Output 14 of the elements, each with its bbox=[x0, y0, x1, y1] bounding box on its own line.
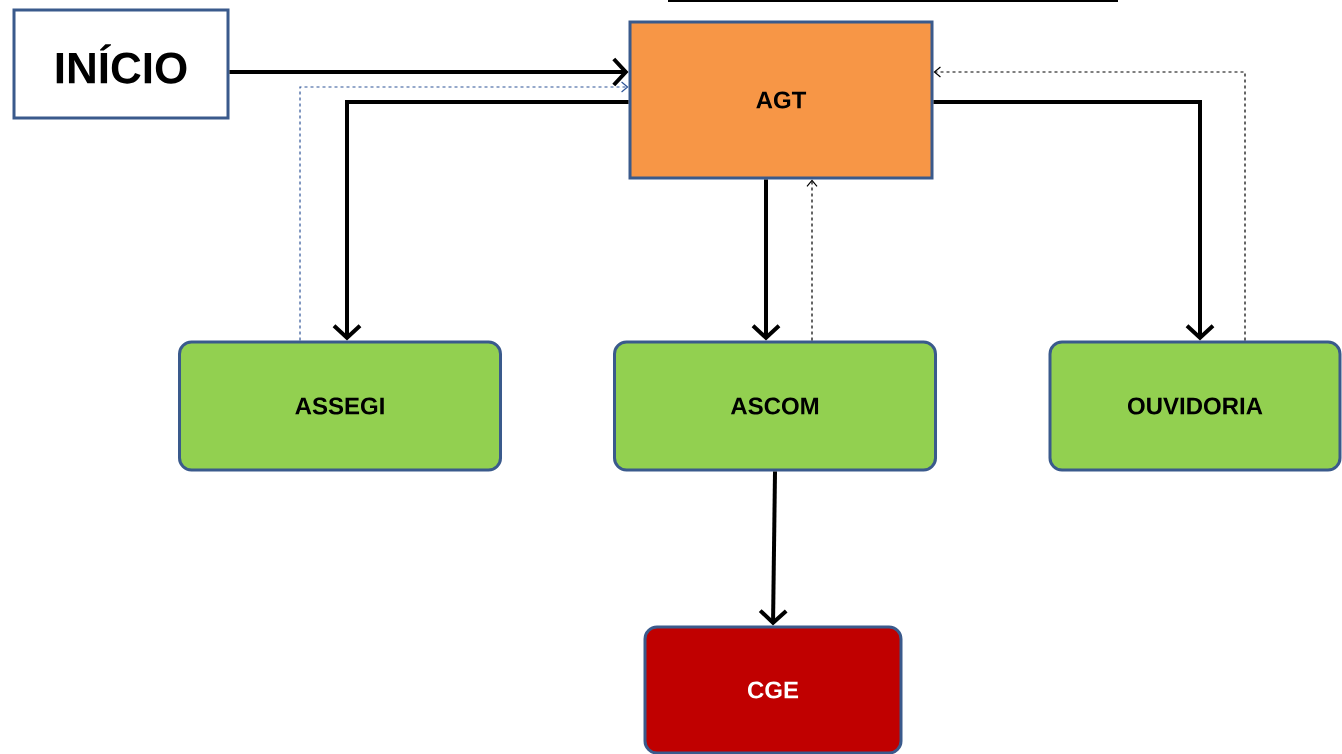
arrow bbox=[758, 471, 788, 626]
arrow bbox=[933, 100, 1215, 341]
arrow bbox=[332, 100, 629, 341]
process-box: OUVIDORIA bbox=[1048, 340, 1342, 472]
arrow bbox=[299, 81, 629, 342]
process-box: ASCOM bbox=[613, 340, 937, 472]
process-box: AGT bbox=[628, 20, 934, 180]
start-box: INÍCIO bbox=[12, 8, 230, 120]
end-box: CGE bbox=[643, 625, 903, 754]
arrow bbox=[806, 179, 818, 342]
arrow bbox=[933, 66, 1246, 342]
arrow bbox=[229, 57, 629, 87]
process-box: ASSEGI bbox=[178, 340, 502, 472]
arrow bbox=[751, 179, 781, 341]
